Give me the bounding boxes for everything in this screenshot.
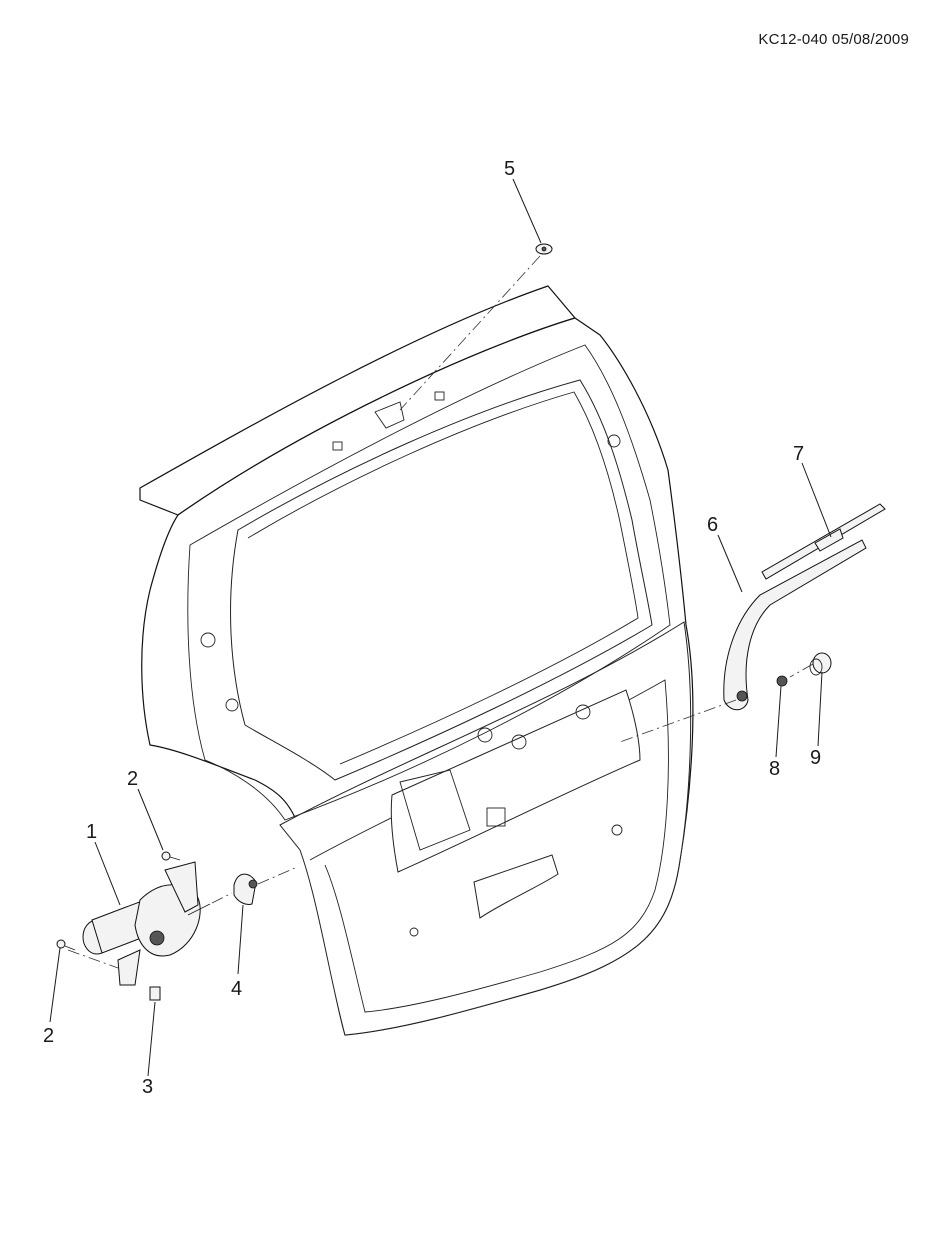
gearbox-boss [149,930,165,946]
liftgate-handle-recess [473,854,559,919]
rear-wiper-motor [82,861,211,986]
rear-wiper-blade [761,503,886,580]
high-mount-lamp-bracket [374,401,405,429]
wiper-arm-nut [776,675,788,687]
diagram-reference-code: KC12-040 05/08/2009 [758,31,909,48]
liftgate-inner-bracket [399,769,471,851]
rear-wiper-arm [723,539,867,711]
assembly-lines [67,255,814,969]
wiring-clip [149,986,161,1001]
callout-2-lower: 2 [43,1025,54,1047]
retainer-clip-slot [332,441,343,451]
mounting-hole [200,632,216,648]
window-frame-outer [187,344,671,821]
callout-1: 1 [86,821,97,843]
mounting-hole [611,824,623,836]
motor-lower-bracket [117,949,141,986]
callout-7: 7 [793,443,804,465]
callout-2-upper: 2 [127,768,138,790]
rear-washer-nozzle [535,243,553,255]
callout-labels: 1 2 2 3 4 5 6 7 8 9 [43,158,821,1098]
callout-9: 9 [810,747,821,769]
callout-leaders [49,178,832,1077]
license-lamp-opening [486,807,506,827]
rear-window-glass [230,379,653,781]
motor-mounting-bracket [164,861,199,913]
mounting-hole [511,734,527,750]
callout-6: 6 [707,514,718,536]
mounting-hole [607,434,621,448]
callout-3: 3 [142,1076,153,1098]
motor-mounting-bolt-lower [56,939,76,951]
callout-8: 8 [769,758,780,780]
license-plate-recess [390,689,641,873]
wiper-shaft-grommet [233,873,258,905]
callout-4: 4 [231,978,242,1000]
motor-output-shaft [187,903,211,916]
callout-5: 5 [504,158,515,180]
mounting-hole [409,927,419,937]
mounting-hole [225,698,239,712]
wiper-blade-clip [814,528,844,552]
wiper-arm-pivot [736,690,748,702]
liftgate-panel [139,285,694,1036]
mounting-hole [477,727,493,743]
mounting-hole [575,704,591,720]
window-inner-bead [247,391,639,765]
wiper-arm-nut-cap [809,652,832,676]
motor-mounting-bolt-upper [161,851,181,861]
retainer-clip-slot [434,391,445,401]
